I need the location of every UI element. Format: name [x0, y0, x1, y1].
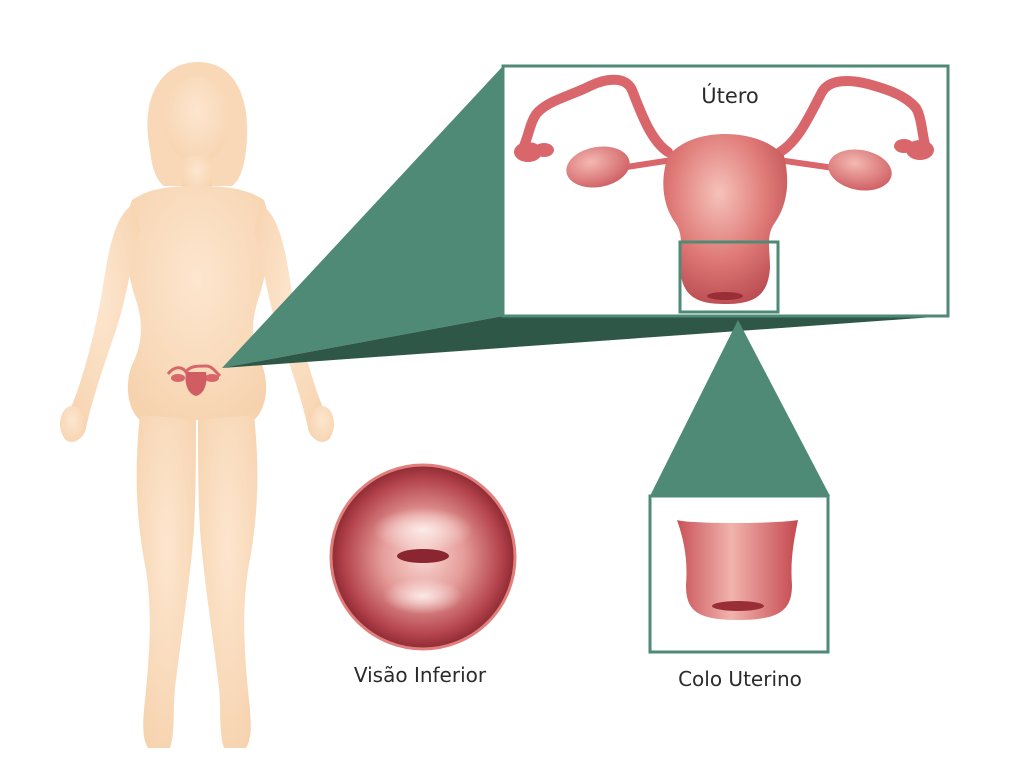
cervix-panel [648, 494, 830, 654]
zoom-callout-cervix [650, 320, 830, 496]
inferior-view-panel [329, 463, 517, 651]
zoom-callout-uterus [222, 66, 948, 368]
cervix-label: Colo Uterino [678, 667, 802, 691]
uterus-label: Útero [701, 84, 759, 108]
uterus-panel [501, 64, 950, 318]
inferior-view-label: Visão Inferior [353, 663, 487, 687]
body-silhouette [60, 62, 334, 748]
uterus-small-icon [166, 364, 222, 396]
